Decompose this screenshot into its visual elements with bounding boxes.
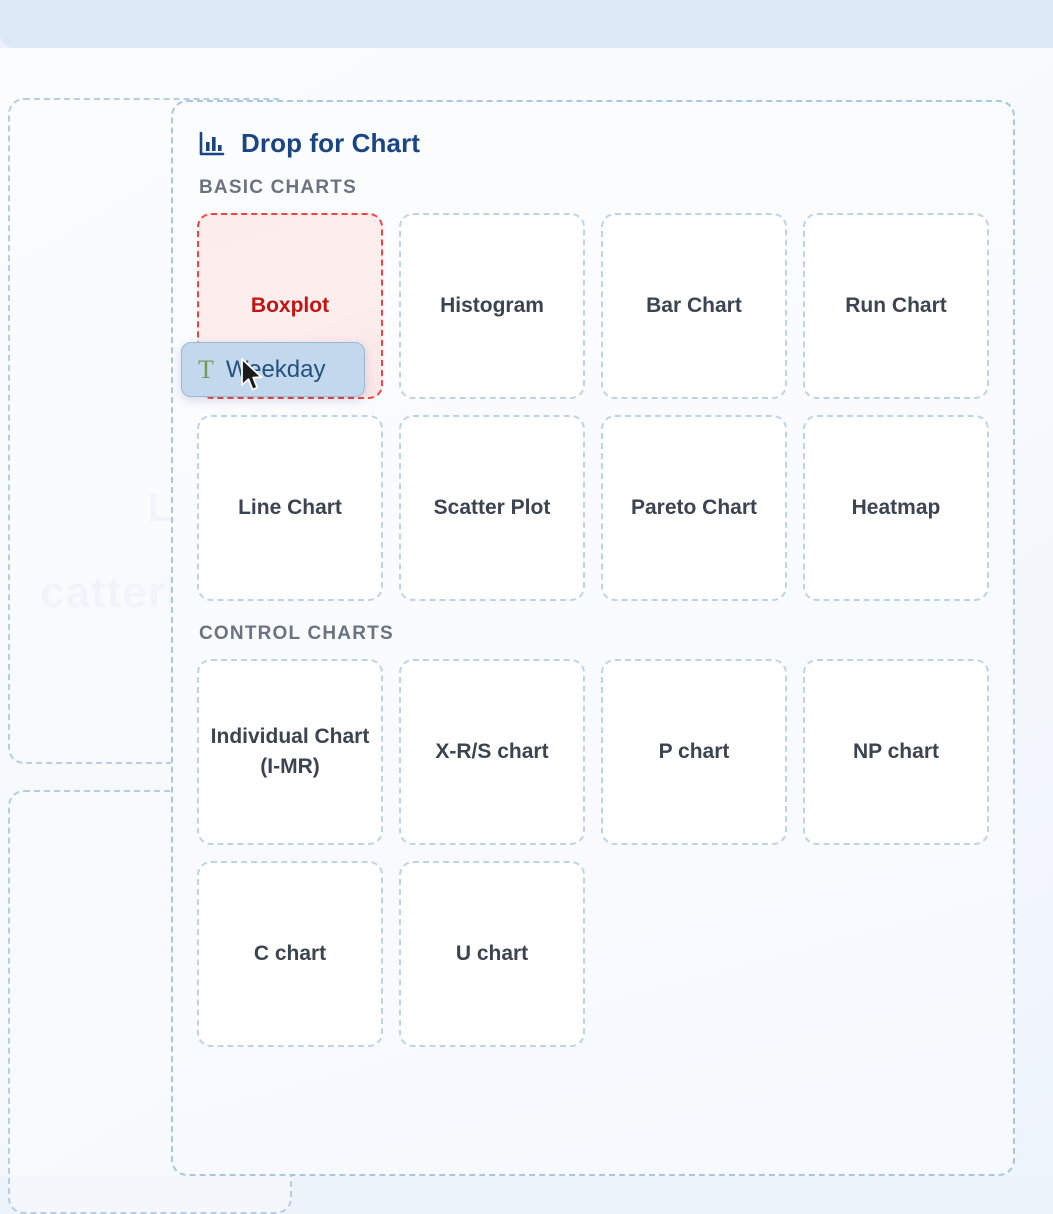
chart-tile-label: X-R/S chart [435,739,549,763]
chart-tile-label: P chart [658,739,730,763]
chart-tile-c-chart[interactable]: C chart [197,861,383,1047]
chart-tile-run-chart[interactable]: Run Chart [803,213,989,399]
chart-tile-label: Bar Chart [646,293,742,317]
control-charts-tile-grid: Individual Chart (I-MR) X-R/S chart P ch… [197,659,989,1047]
chart-tile-label: Scatter Plot [433,495,551,519]
chart-tile-heatmap[interactable]: Heatmap [803,415,989,601]
chart-tile-p-chart[interactable]: P chart [601,659,787,845]
chart-tile-label: Individual Chart (I-MR) [210,724,370,778]
chart-tile-label: C chart [253,941,327,965]
basic-charts-tile-grid: Boxplot Histogram Bar Chart Run Chart Li… [197,213,989,601]
text-type-icon: T [198,354,214,384]
top-bar [0,0,1053,48]
section-label-control-charts: CONTROL CHARTS [199,623,394,644]
chart-tile-label: Run Chart [845,293,947,317]
dragged-field-chip[interactable]: T Weekday [181,342,365,397]
bar-chart-icon [197,129,227,159]
dragged-field-label: Weekday [225,355,326,383]
chart-tile-u-chart[interactable]: U chart [399,861,585,1047]
chart-tile-label: NP chart [853,739,939,763]
chart-tile-histogram[interactable]: Histogram [399,213,585,399]
chart-tile-line-chart[interactable]: Line Chart [197,415,383,601]
chart-tile-label: Pareto Chart [630,495,758,519]
section-label-basic-charts: BASIC CHARTS [199,177,357,198]
chart-drop-panel[interactable]: Drop for Chart BASIC CHARTS Boxplot Hist… [171,100,1015,1176]
chart-tile-label: U chart [455,941,529,965]
chart-tile-x-r-s-chart[interactable]: X-R/S chart [399,659,585,845]
chart-tile-np-chart[interactable]: NP chart [803,659,989,845]
chart-tile-label: Heatmap [851,495,941,519]
chart-tile-label: Boxplot [250,293,330,317]
page-title: Drop for Chart [241,128,421,158]
chart-tile-pareto-chart[interactable]: Pareto Chart [601,415,787,601]
chart-tile-scatter-plot[interactable]: Scatter Plot [399,415,585,601]
panel-header: Drop for Chart [197,128,989,159]
chart-tile-individual-chart-imr[interactable]: Individual Chart (I-MR) [197,659,383,845]
chart-tile-label: Histogram [440,293,544,317]
chart-tile-bar-chart[interactable]: Bar Chart [601,213,787,399]
chart-tile-label: Line Chart [238,495,342,519]
